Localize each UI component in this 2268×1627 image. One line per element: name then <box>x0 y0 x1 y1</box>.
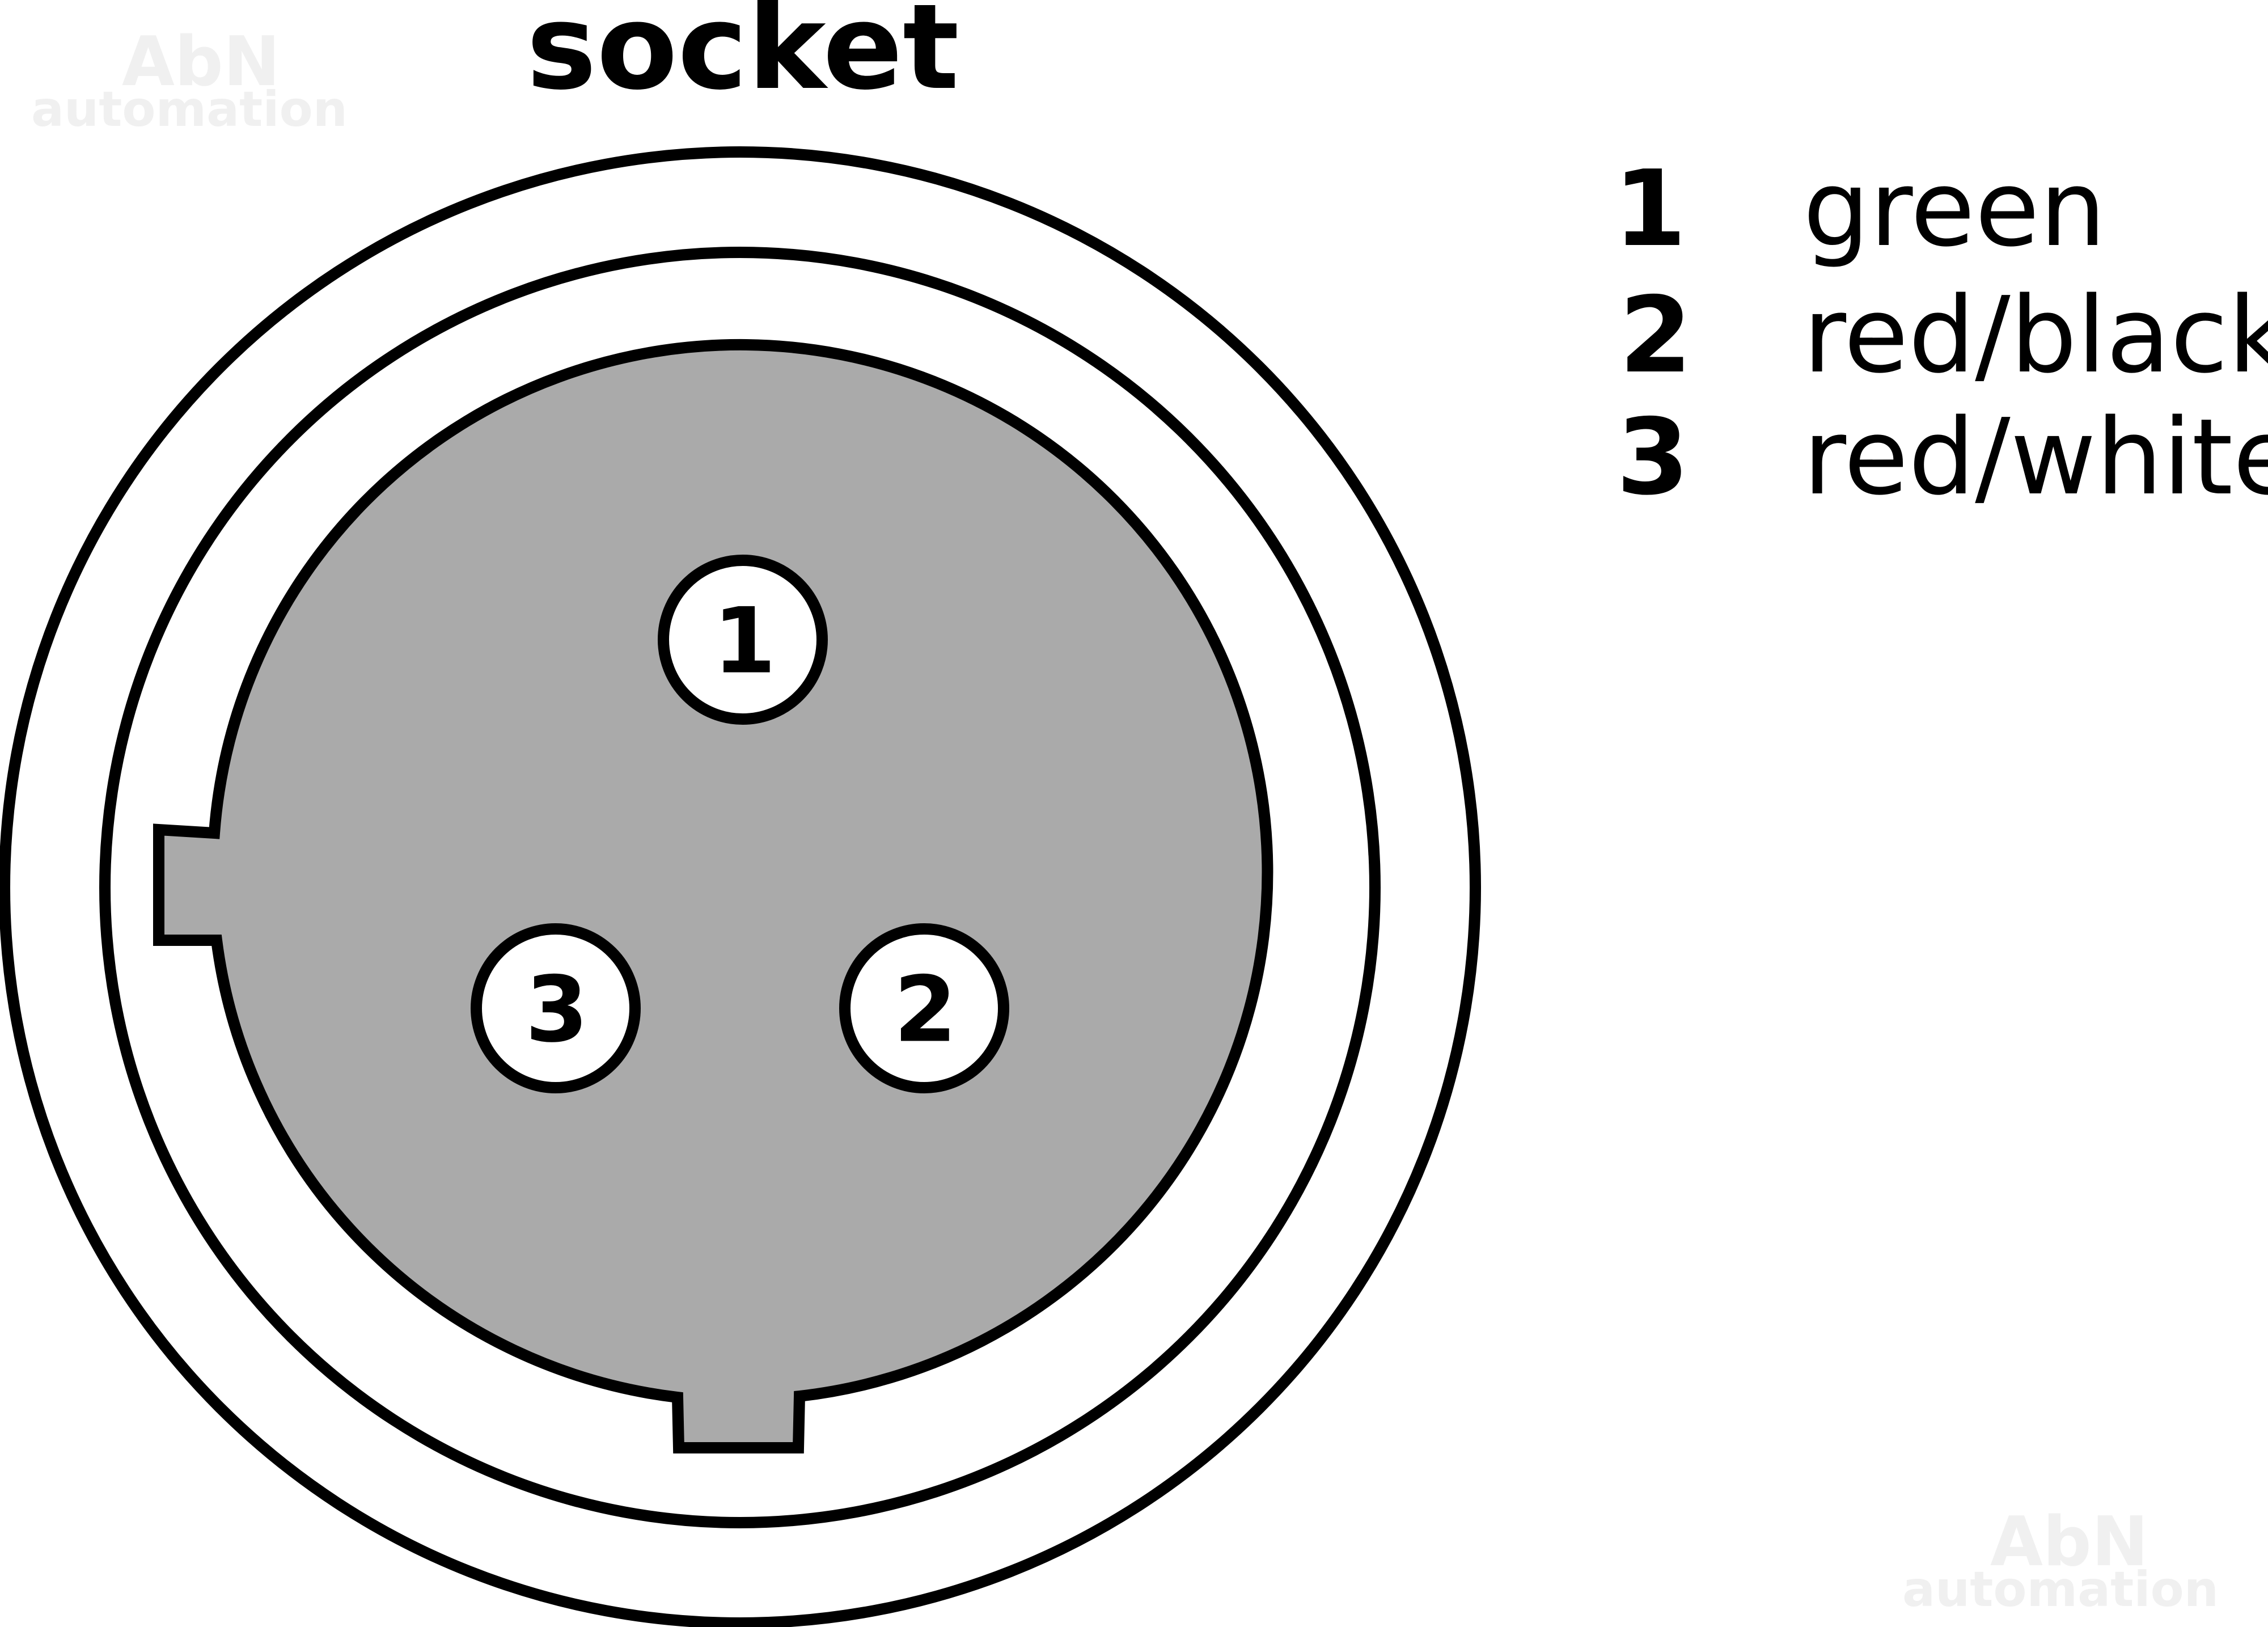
legend-label: red/white <box>1803 396 2268 518</box>
pin-1-contact <box>658 555 828 725</box>
pin-1: 1 <box>658 555 828 725</box>
watermark-line1: AbN <box>122 23 280 102</box>
watermark-line1: AbN <box>1990 1503 2148 1582</box>
pin-3-contact <box>471 923 641 1093</box>
pin-3: 3 <box>471 923 641 1093</box>
watermark-line2: automation <box>1902 1561 2219 1618</box>
legend-label: red/black <box>1803 274 2268 396</box>
pin-1-number: 1 <box>713 588 776 694</box>
watermark-top-left: AbN automation <box>31 23 348 138</box>
legend-number: 1 <box>1614 147 1687 270</box>
pin-2-number: 2 <box>894 957 957 1063</box>
legend-row-3: 3 red/white <box>1617 396 2268 518</box>
pin-2: 2 <box>839 923 1009 1093</box>
connector-insert <box>153 339 1273 1453</box>
legend-row-2: 2 red/black <box>1619 274 2268 396</box>
legend-number: 2 <box>1619 274 1692 396</box>
pin-2-contact <box>839 923 1009 1093</box>
pin-legend: 1 green 2 red/black 3 red/white <box>1614 147 2268 518</box>
watermark-line2: automation <box>31 81 348 138</box>
legend-row-1: 1 green <box>1614 147 2106 270</box>
pin-3-number: 3 <box>525 957 588 1063</box>
watermark-bottom-right: AbN automation <box>1902 1503 2219 1618</box>
legend-number: 3 <box>1617 396 1690 518</box>
legend-label: green <box>1803 147 2106 270</box>
diagram-title: socket <box>526 0 959 116</box>
